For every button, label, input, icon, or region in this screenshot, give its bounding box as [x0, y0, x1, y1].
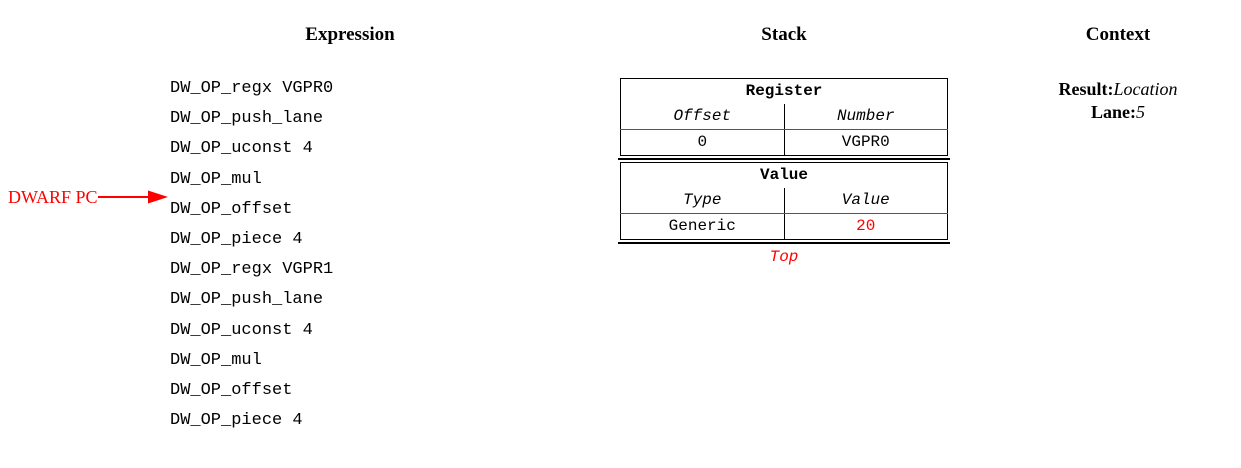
expression-line: DW_OP_push_lane	[170, 109, 324, 129]
table-row: Type Value	[620, 188, 948, 214]
value-column-header-value: Value	[784, 188, 948, 214]
dwarf-pc-marker: DWARF PC	[8, 186, 170, 208]
context-value-lane: 5	[1136, 102, 1145, 122]
expression-line: DW_OP_offset	[170, 199, 293, 219]
context-row-result: Result:Location	[1008, 78, 1228, 101]
stack-column-heading: Stack	[761, 24, 807, 45]
table-row: Value	[621, 163, 948, 189]
context-label-result: Result:	[1058, 79, 1114, 99]
expression-line: DW_OP_regx VGPR1	[170, 260, 334, 280]
expression-line: DW_OP_push_lane	[170, 290, 324, 310]
context-row-lane: Lane:5	[1008, 101, 1228, 124]
register-offset-value: 0	[620, 129, 785, 156]
context-body: Result:Location Lane:5	[1008, 78, 1228, 124]
context-value-result: Location	[1113, 79, 1178, 99]
stack-area: Register Offset Number 0 VGPR0 Value Typ…	[618, 78, 950, 266]
expression-line: DW_OP_mul	[170, 350, 262, 370]
context-column-heading: Context	[1085, 24, 1151, 45]
table-row: Offset Number	[620, 104, 948, 130]
expression-list: DW_OP_regx VGPR0 DW_OP_push_lane DW_OP_u…	[170, 74, 590, 436]
expression-line: DW_OP_piece 4	[170, 229, 303, 249]
right-arrow-icon	[97, 190, 168, 204]
expression-column-heading: Expression	[305, 24, 395, 45]
stack-entry-register: Register Offset Number 0 VGPR0	[620, 78, 948, 156]
stack-top-label: Top	[769, 248, 799, 266]
expression-line: DW_OP_regx VGPR0	[170, 79, 334, 98]
expression-line: DW_OP_offset	[170, 380, 293, 400]
stack-entry-separator	[618, 158, 950, 160]
value-table-title: Value	[759, 166, 808, 184]
expression-line: DW_OP_uconst 4	[170, 320, 313, 340]
dwarf-pc-label: DWARF PC	[8, 187, 98, 207]
register-column-header-number: Number	[784, 104, 948, 130]
expression-line: DW_OP_mul	[170, 169, 262, 189]
value-column-header-type: Type	[620, 188, 785, 214]
table-row: 0 VGPR0	[620, 129, 948, 156]
register-table-title: Register	[745, 82, 823, 100]
register-number-value: VGPR0	[841, 133, 890, 151]
value-type-value: Generic	[620, 213, 785, 240]
stack-bottom-rule	[618, 242, 950, 244]
table-row: Register	[621, 79, 948, 105]
value-value-value: 20	[856, 217, 876, 235]
expression-line: DW_OP_piece 4	[170, 411, 303, 431]
table-row: Generic 20	[620, 213, 948, 240]
register-column-header-offset: Offset	[620, 104, 785, 130]
stack-entry-value: Value Type Value Generic 20	[620, 162, 948, 240]
expression-line: DW_OP_uconst 4	[170, 139, 313, 159]
context-label-lane: Lane:	[1091, 102, 1136, 122]
